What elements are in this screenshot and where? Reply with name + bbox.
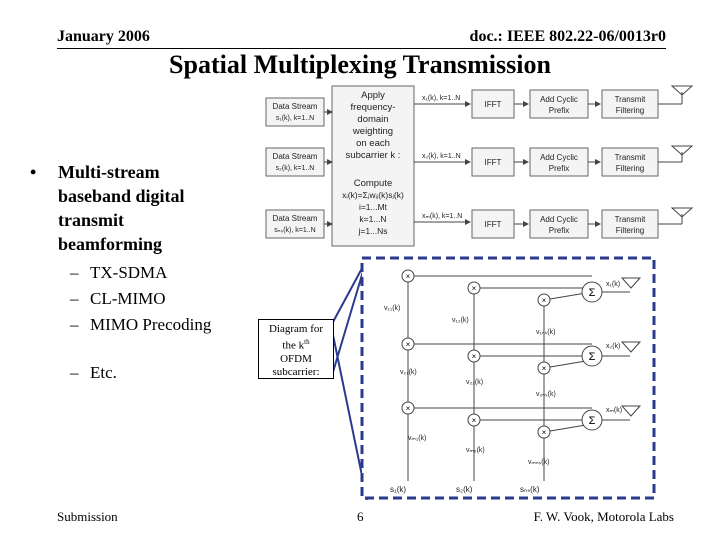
antenna-icon: [620, 405, 642, 417]
antenna-icon: [670, 145, 694, 156]
svg-text:xₘ(k): xₘ(k): [606, 407, 622, 414]
output-group-1: × × × Σ x₁(k) v₁₁(k) v₁₂(k) v₁ₙₛ(k): [384, 269, 642, 336]
weighting-line: domain: [357, 114, 388, 125]
svg-text:Add Cyclic: Add Cyclic: [540, 95, 578, 104]
svg-text:IFFT: IFFT: [485, 158, 502, 167]
svg-text:Data Stream: Data Stream: [273, 214, 318, 223]
compute-line: xᵢ(k)=Σⱼwᵢⱼ(k)sⱼ(k): [342, 190, 404, 200]
compute-line: k=1...N: [359, 214, 386, 224]
svg-text:×: ×: [472, 284, 477, 293]
svg-text:v₂₁(k): v₂₁(k): [400, 369, 417, 376]
main-bullet-text: Multi-stream baseband digital transmit b…: [58, 162, 185, 254]
antenna-icon: [620, 277, 642, 289]
svg-text:s₂(k), k=1..N: s₂(k), k=1..N: [276, 165, 315, 172]
compute-line: i=1...Mt: [359, 202, 388, 212]
svg-text:v₂₂(k): v₂₂(k): [466, 379, 483, 386]
svg-text:sₙₛ(k), k=1..N: sₙₛ(k), k=1..N: [274, 227, 315, 234]
subcarrier-callout: Diagram for the kth OFDM subcarrier:: [258, 319, 334, 379]
svg-text:Filtering: Filtering: [616, 106, 644, 115]
weighting-line: Apply: [361, 90, 385, 101]
svg-text:Add Cyclic: Add Cyclic: [540, 215, 578, 224]
svg-text:vₘ₁(k): vₘ₁(k): [408, 435, 426, 442]
svg-text:v₂ₙₛ(k): v₂ₙₛ(k): [536, 391, 556, 398]
sum-symbol: Σ: [589, 415, 596, 427]
weighting-line: on each: [356, 138, 390, 149]
svg-text:Prefix: Prefix: [549, 226, 569, 235]
svg-text:s₁(k), k=1..N: s₁(k), k=1..N: [276, 115, 314, 122]
svg-text:×: ×: [542, 296, 547, 305]
stream-row-1: Data Stream s₁(k), k=1..N x₁(k), k=1..N …: [265, 85, 694, 127]
stream-row-3: Data Stream sₙₛ(k), k=1..N xₘ(k), k=1..N…: [265, 207, 694, 239]
output-group-3: × × × Σ xₘ(k) vₘ₁(k) vₘ₂(k) vₘₙₛ(k): [401, 401, 642, 466]
svg-text:×: ×: [406, 272, 411, 281]
svg-text:Add Cyclic: Add Cyclic: [540, 153, 578, 162]
svg-text:x₁(k), k=1..N: x₁(k), k=1..N: [422, 95, 460, 102]
header-rule: [57, 48, 666, 49]
dashed-frame: [360, 256, 656, 500]
svg-text:Data Stream: Data Stream: [273, 102, 318, 111]
weighting-line: subcarrier k :: [346, 150, 401, 161]
page-number: 6: [357, 509, 364, 524]
svg-text:v₁₁(k): v₁₁(k): [384, 305, 400, 312]
compute-line: j=1...Ns: [357, 226, 387, 236]
subcarrier-weighting-diagram: s₁(k) s₂(k) sₙₛ(k) × × × Σ x₁(k) v₁₁(k) …: [360, 256, 656, 500]
svg-text:x₂(k), k=1..N: x₂(k), k=1..N: [422, 153, 461, 160]
stream-row-2: Data Stream s₂(k), k=1..N x₂(k), k=1..N …: [265, 145, 694, 177]
svg-text:Prefix: Prefix: [549, 164, 569, 173]
svg-text:xₘ(k), k=1..N: xₘ(k), k=1..N: [422, 213, 462, 220]
header-date: January 2006: [57, 28, 150, 45]
input-label: s₂(k): [456, 485, 473, 494]
header-doc-id: doc.: IEEE 802.22-06/0013r0: [469, 28, 666, 45]
svg-text:v₁ₙₛ(k): v₁ₙₛ(k): [536, 329, 555, 336]
svg-text:Transmit: Transmit: [615, 153, 647, 162]
svg-text:x₂(k): x₂(k): [606, 343, 620, 350]
bullet-dot: •: [30, 162, 37, 182]
svg-text:Data Stream: Data Stream: [273, 152, 318, 161]
svg-text:x₁(k): x₁(k): [606, 281, 620, 288]
svg-text:IFFT: IFFT: [485, 100, 502, 109]
weighting-line: frequency-: [351, 102, 396, 113]
antenna-icon: [670, 207, 694, 218]
svg-text:vₘ₂(k): vₘ₂(k): [466, 447, 485, 454]
svg-text:×: ×: [472, 416, 477, 425]
svg-text:×: ×: [406, 340, 411, 349]
footer-submission: Submission: [57, 509, 118, 524]
svg-text:IFFT: IFFT: [485, 220, 502, 229]
svg-text:Prefix: Prefix: [549, 106, 569, 115]
compute-line: Compute: [354, 178, 393, 189]
output-group-2: × × × Σ x₂(k) v₂₁(k) v₂₂(k) v₂ₙₛ(k): [400, 337, 642, 398]
slide-title: Spatial Multiplexing Transmission: [169, 50, 551, 79]
svg-text:vₘₙₛ(k): vₘₙₛ(k): [528, 459, 549, 466]
sum-symbol: Σ: [589, 351, 596, 363]
transmit-block-diagram: Apply frequency- domain weighting on eac…: [265, 85, 694, 247]
input-label: s₁(k): [390, 485, 406, 494]
svg-text:×: ×: [542, 364, 547, 373]
input-label: sₙₛ(k): [520, 485, 540, 494]
footer-author: F. W. Vook, Motorola Labs: [533, 509, 674, 524]
svg-text:v₁₂(k): v₁₂(k): [452, 317, 469, 324]
svg-text:Transmit: Transmit: [615, 215, 647, 224]
svg-text:Transmit: Transmit: [615, 95, 647, 104]
svg-text:×: ×: [472, 352, 477, 361]
antenna-icon: [620, 341, 642, 353]
weighting-line: weighting: [352, 126, 393, 137]
svg-text:Filtering: Filtering: [616, 164, 644, 173]
svg-text:×: ×: [542, 428, 547, 437]
svg-text:Filtering: Filtering: [616, 226, 644, 235]
sum-symbol: Σ: [589, 287, 596, 299]
svg-text:×: ×: [406, 404, 411, 413]
antenna-icon: [670, 85, 694, 96]
